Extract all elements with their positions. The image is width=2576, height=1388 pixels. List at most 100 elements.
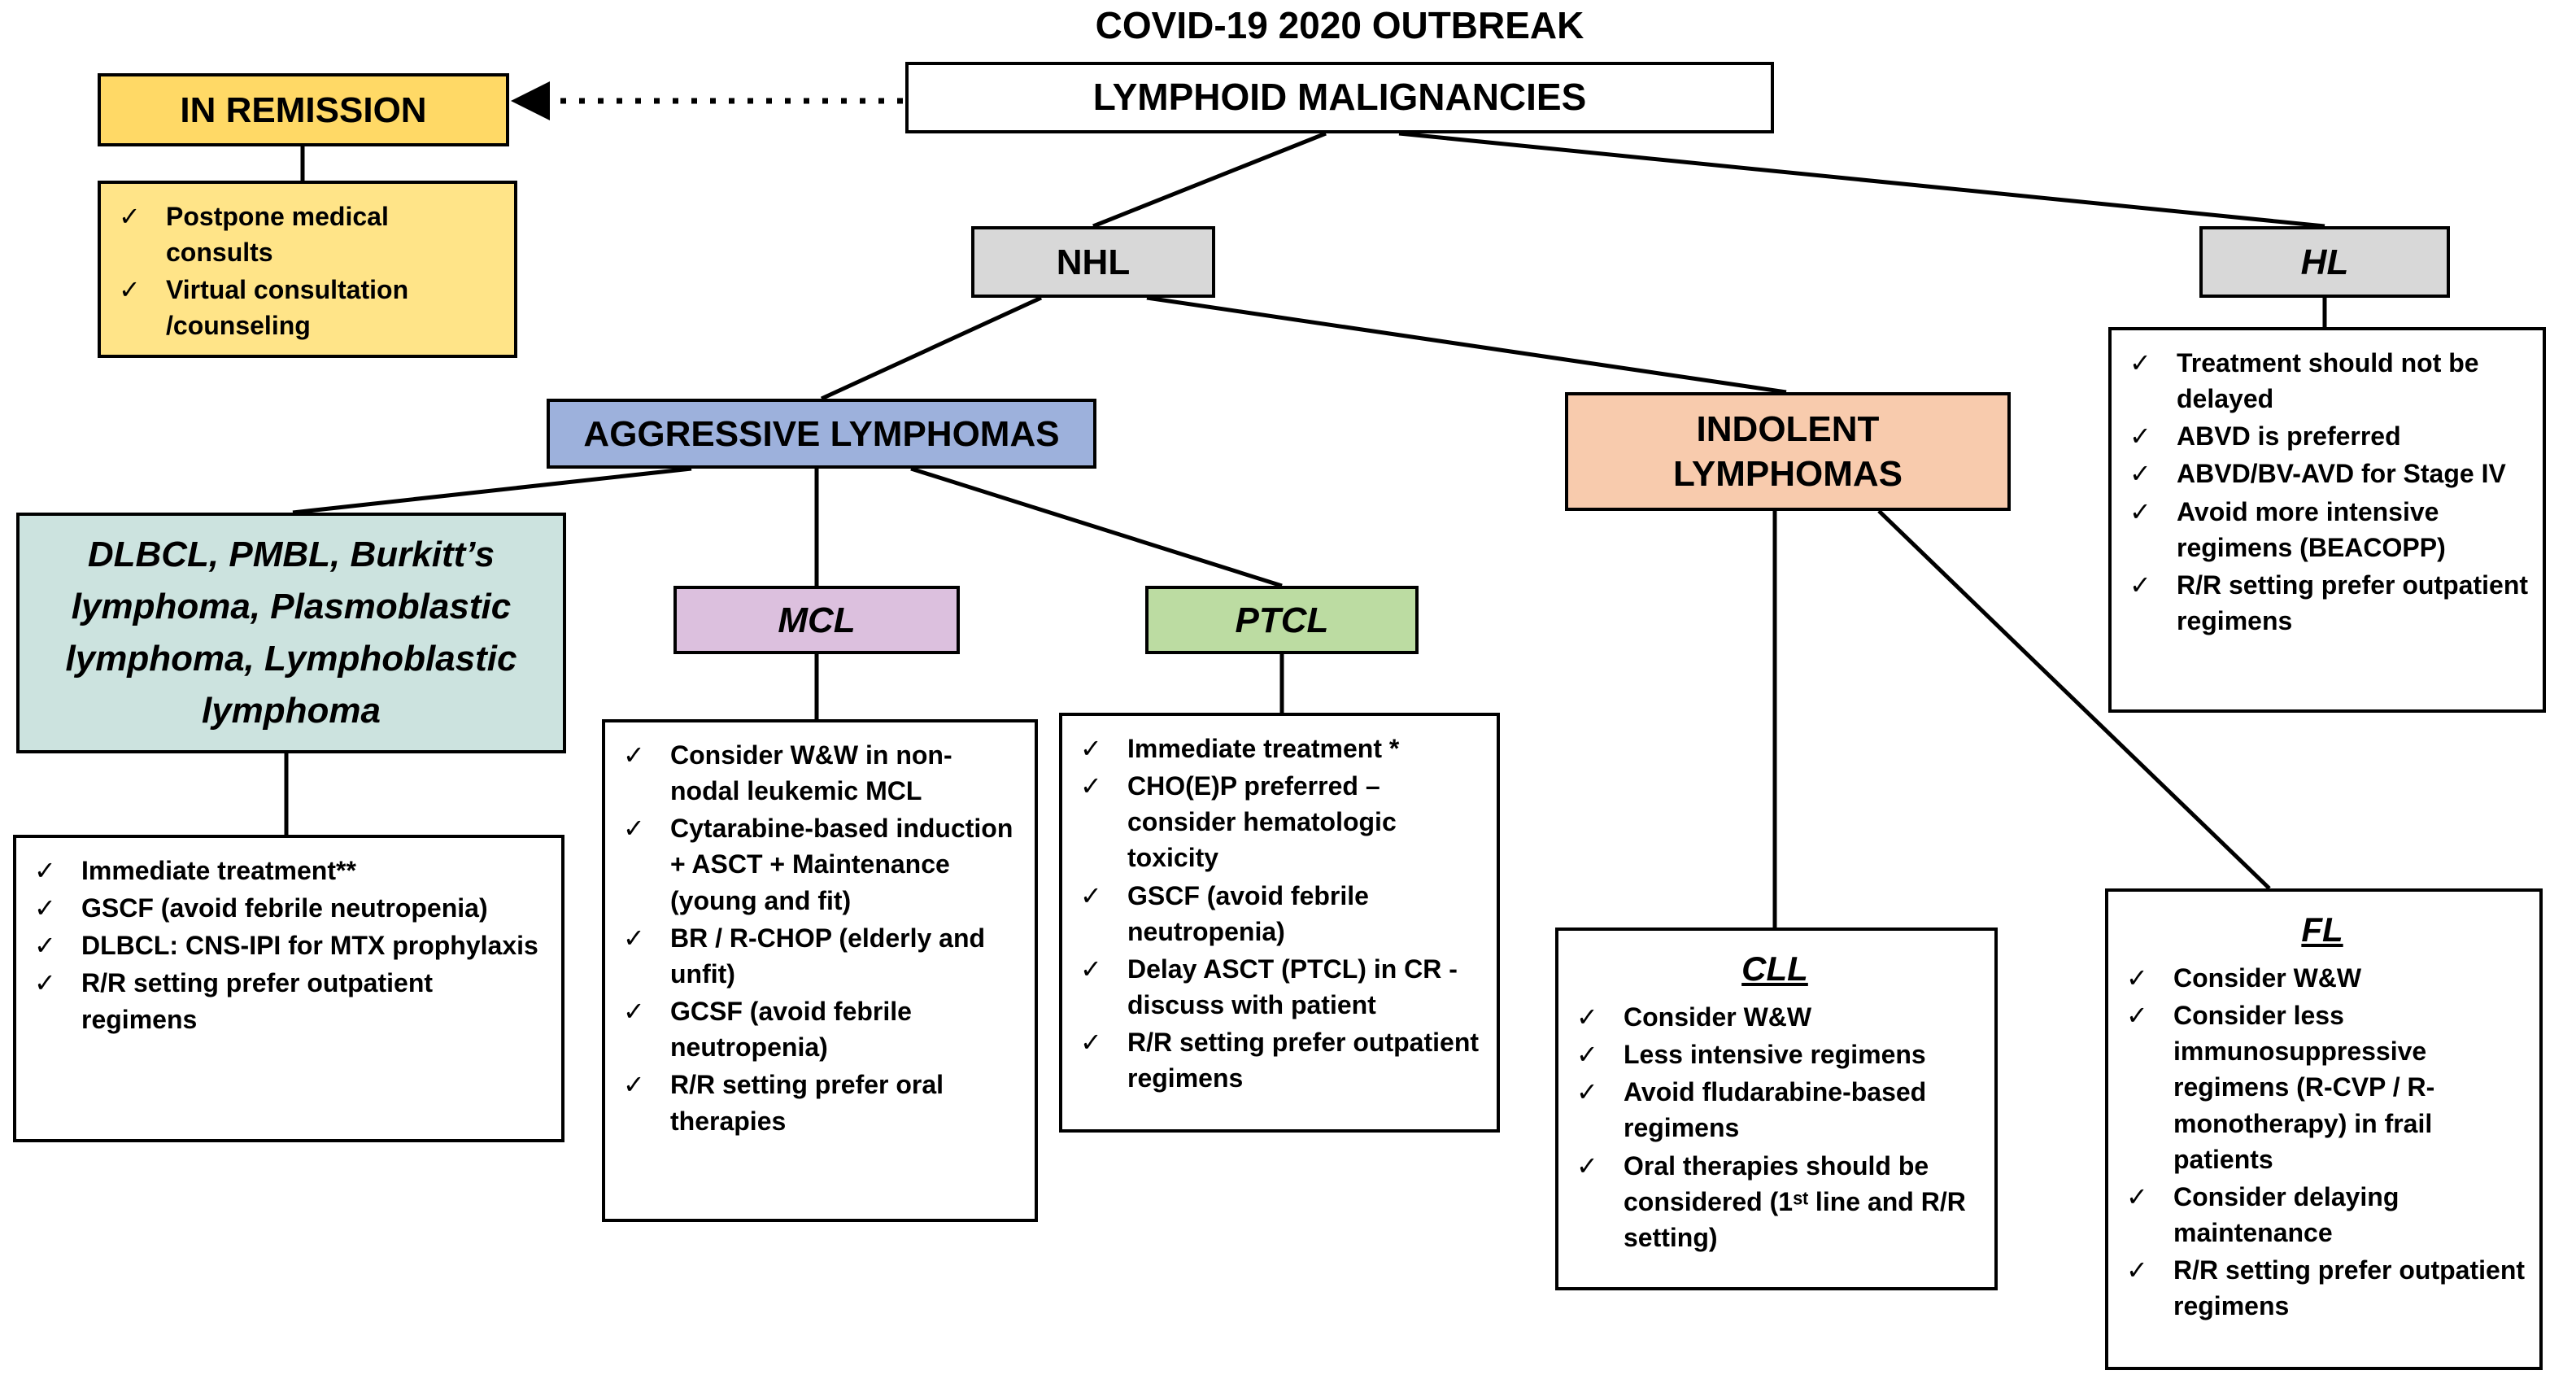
- node-ptcl: PTCL: [1145, 586, 1419, 654]
- list-item-text: R/R setting prefer outpatient regimens: [2173, 1255, 2526, 1321]
- check-icon: ✓: [34, 893, 56, 923]
- node-dlbcl-group: DLBCL, PMBL, Burkitt’s lymphoma, Plasmob…: [16, 513, 566, 753]
- fl-notes: FL ✓ Consider W&W ✓ Consider less immuno…: [2105, 888, 2543, 1370]
- node-mcl: MCL: [673, 586, 960, 654]
- list-item: ✓ R/R setting prefer outpatient regimens: [2120, 1252, 2525, 1324]
- check-icon: ✓: [1080, 1028, 1102, 1058]
- hl-notes: ✓ Treatment should not be delayed ✓ ABVD…: [2108, 327, 2546, 713]
- check-icon: ✓: [1576, 1150, 1598, 1181]
- list-item-text: Cytarabine-based induction + ASCT + Main…: [670, 814, 1013, 915]
- list-item-text: Oral therapies should be considered (1ˢᵗ…: [1624, 1150, 1966, 1252]
- check-icon: ✓: [34, 931, 56, 961]
- list-item: ✓ Consider W&W: [2120, 960, 2525, 996]
- edge-aggressive-to-dlbcl: [292, 466, 692, 515]
- fl-list: ✓ Consider W&W ✓ Consider less immunosup…: [2120, 960, 2525, 1325]
- list-item: ✓ Less intensive regimens: [1570, 1037, 1980, 1072]
- list-item-text: Avoid more intensive regimens (BEACOPP): [2177, 496, 2446, 562]
- list-item: ✓ Consider delaying maintenance: [2120, 1179, 2525, 1251]
- mcl-notes: ✓ Consider W&W in non-nodal leukemic MCL…: [602, 719, 1038, 1222]
- check-icon: ✓: [2129, 570, 2151, 600]
- list-item-text: Treatment should not be delayed: [2177, 348, 2479, 414]
- check-icon: ✓: [623, 814, 645, 844]
- list-item-text: ABVD is preferred: [2177, 421, 2401, 452]
- edge-lymphoid-to-nhl: [1092, 131, 1327, 229]
- list-item: ✓ Immediate treatment**: [28, 853, 547, 888]
- node-nhl: NHL: [971, 226, 1215, 298]
- check-icon: ✓: [1576, 1002, 1598, 1032]
- node-aggressive-lymphomas: AGGRESSIVE LYMPHOMAS: [547, 399, 1096, 469]
- edge-lymphoid-to-hl: [1398, 131, 2325, 229]
- diagram-title: COVID-19 2020 OUTBREAK: [1095, 4, 1584, 46]
- list-item: ✓ Oral therapies should be considered (1…: [1570, 1148, 1980, 1255]
- edge-aggressive-to-ptcl: [910, 466, 1283, 588]
- list-item-text: Consider W&W: [2173, 962, 2362, 993]
- check-icon: ✓: [1080, 954, 1102, 984]
- check-icon: ✓: [1080, 771, 1102, 801]
- hl-list: ✓ Treatment should not be delayed ✓ ABVD…: [2123, 345, 2528, 639]
- node-hl: HL: [2199, 226, 2450, 298]
- check-icon: ✓: [2126, 1001, 2148, 1031]
- list-item-text: R/R setting prefer oral therapies: [670, 1070, 944, 1136]
- list-item-text: Avoid fludarabine-based regimens: [1624, 1077, 1927, 1143]
- check-icon: ✓: [2126, 1181, 2148, 1211]
- list-item: ✓ R/R setting prefer oral therapies: [617, 1067, 1020, 1138]
- list-item: ✓ DLBCL: CNS-IPI for MTX prophylaxis: [28, 928, 547, 963]
- check-icon: ✓: [623, 923, 645, 953]
- cll-list: ✓ Consider W&W ✓ Less intensive regimens…: [1570, 999, 1980, 1255]
- check-icon: ✓: [1080, 734, 1102, 763]
- check-icon: ✓: [1576, 1040, 1598, 1070]
- list-item-text: ABVD/BV-AVD for Stage IV: [2177, 459, 2506, 489]
- list-item: ✓ Consider less immunosuppressive regime…: [2120, 997, 2525, 1177]
- list-item: ✓ GSCF (avoid febrile neutropenia): [28, 890, 547, 926]
- list-item-text: R/R setting prefer outpatient regimens: [2177, 570, 2529, 636]
- list-item: ✓ Avoid fludarabine-based regimens: [1570, 1074, 1980, 1146]
- check-icon: ✓: [2129, 496, 2151, 526]
- list-item-text: Consider less immunosuppressive regimens…: [2173, 1001, 2435, 1174]
- check-icon: ✓: [623, 1070, 645, 1100]
- list-item: ✓ ABVD is preferred: [2123, 418, 2528, 454]
- ptcl-list: ✓ Immediate treatment * ✓ CHO(E)P prefer…: [1074, 731, 1482, 1097]
- list-item-text: GSCF (avoid febrile neutropenia): [1127, 880, 1369, 946]
- arrowhead-remission: [511, 81, 550, 120]
- check-icon: ✓: [119, 275, 141, 305]
- list-item: ✓ Treatment should not be delayed: [2123, 345, 2528, 417]
- list-item-text: Consider W&W in non-nodal leukemic MCL: [670, 740, 952, 806]
- check-icon: ✓: [34, 968, 56, 998]
- ptcl-notes: ✓ Immediate treatment * ✓ CHO(E)P prefer…: [1059, 713, 1500, 1133]
- list-item-text: R/R setting prefer outpatient regimens: [81, 968, 434, 1034]
- list-item-text: Consider delaying maintenance: [2173, 1181, 2399, 1248]
- node-lymphoid-malignancies: LYMPHOID MALIGNANCIES: [905, 62, 1774, 133]
- list-item: ✓ Consider W&W in non-nodal leukemic MCL: [617, 737, 1020, 809]
- list-item-text: Delay ASCT (PTCL) in CR - discuss with p…: [1127, 954, 1458, 1020]
- list-item: ✓ BR / R-CHOP (elderly and unfit): [617, 920, 1020, 992]
- list-item-text: GSCF (avoid febrile neutropenia): [81, 893, 488, 923]
- check-icon: ✓: [34, 856, 56, 885]
- check-icon: ✓: [623, 740, 645, 770]
- list-item: ✓ R/R setting prefer outpatient regimens: [28, 965, 547, 1037]
- in-remission-list: ✓ Postpone medical consults ✓ Virtual co…: [112, 199, 499, 344]
- list-item-text: Consider W&W: [1624, 1002, 1812, 1032]
- list-item-text: Immediate treatment *: [1127, 734, 1400, 763]
- list-item: ✓ Avoid more intensive regimens (BEACOPP…: [2123, 494, 2528, 565]
- list-item-text: Immediate treatment**: [81, 856, 356, 885]
- list-item-text: GCSF (avoid febrile neutropenia): [670, 997, 912, 1063]
- dlbcl-list: ✓ Immediate treatment** ✓ GSCF (avoid fe…: [28, 853, 547, 1037]
- list-item-text: Less intensive regimens: [1624, 1040, 1926, 1070]
- list-item: ✓ Cytarabine-based induction + ASCT + Ma…: [617, 810, 1020, 918]
- check-icon: ✓: [2129, 421, 2151, 452]
- edge-nhl-to-aggressive: [820, 295, 1043, 401]
- node-in-remission: IN REMISSION: [98, 73, 509, 146]
- check-icon: ✓: [1576, 1077, 1598, 1107]
- dlbcl-notes: ✓ Immediate treatment** ✓ GSCF (avoid fe…: [13, 835, 564, 1142]
- list-item: ✓ GCSF (avoid febrile neutropenia): [617, 993, 1020, 1065]
- list-item: ✓ Virtual consultation /counseling: [112, 272, 499, 343]
- list-item-text: BR / R-CHOP (elderly and unfit): [670, 923, 986, 989]
- list-item: ✓ ABVD/BV-AVD for Stage IV: [2123, 456, 2528, 491]
- check-icon: ✓: [2129, 348, 2151, 378]
- edge-nhl-to-indolent: [1146, 295, 1787, 395]
- list-item: ✓ Delay ASCT (PTCL) in CR - discuss with…: [1074, 951, 1482, 1023]
- list-item-text: R/R setting prefer outpatient regimens: [1127, 1028, 1480, 1093]
- list-item-text: CHO(E)P preferred – consider hematologic…: [1127, 771, 1397, 873]
